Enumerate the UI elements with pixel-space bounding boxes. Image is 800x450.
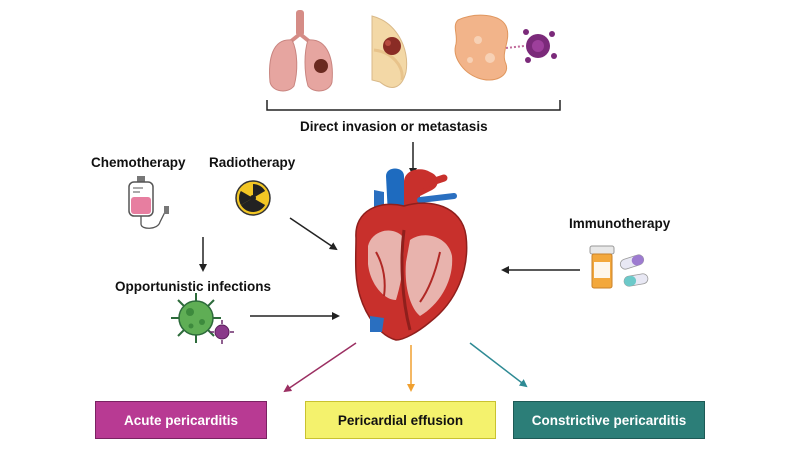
- outcome-constrictive-pericarditis: Constrictive pericarditis: [513, 401, 705, 439]
- arrow-to-acute-pericarditis: [283, 342, 357, 393]
- iv-bag-icon: [128, 176, 169, 229]
- label-radiotherapy: Radiotherapy: [209, 155, 296, 170]
- pill-bottle-icon: [589, 245, 649, 289]
- label-chemotherapy: Chemotherapy: [91, 155, 186, 170]
- bracket: [266, 100, 561, 111]
- radiation-icon: [235, 180, 271, 216]
- skin-lymphoma-icon: [454, 14, 557, 81]
- lungs-tumor-icon: [269, 10, 333, 92]
- outcome-pericardial-effusion: Pericardial effusion: [305, 401, 496, 439]
- outcome-label: Pericardial effusion: [337, 412, 464, 428]
- outcome-acute-pericarditis: Acute pericarditis: [95, 401, 267, 439]
- outcome-label: Constrictive pericarditis: [531, 412, 687, 428]
- arrow-radio-to-heart: [289, 217, 338, 251]
- heart-icon: [354, 168, 468, 341]
- outcome-label: Acute pericarditis: [123, 412, 239, 428]
- arrow-to-constrictive-pericarditis: [469, 342, 528, 388]
- label-opportunistic-infections: Opportunistic infections: [115, 279, 272, 294]
- breast-tumor-icon: [371, 15, 408, 88]
- label-direct-invasion: Direct invasion or metastasis: [300, 119, 488, 134]
- label-immunotherapy: Immunotherapy: [569, 216, 671, 231]
- virus-icon: [171, 293, 234, 344]
